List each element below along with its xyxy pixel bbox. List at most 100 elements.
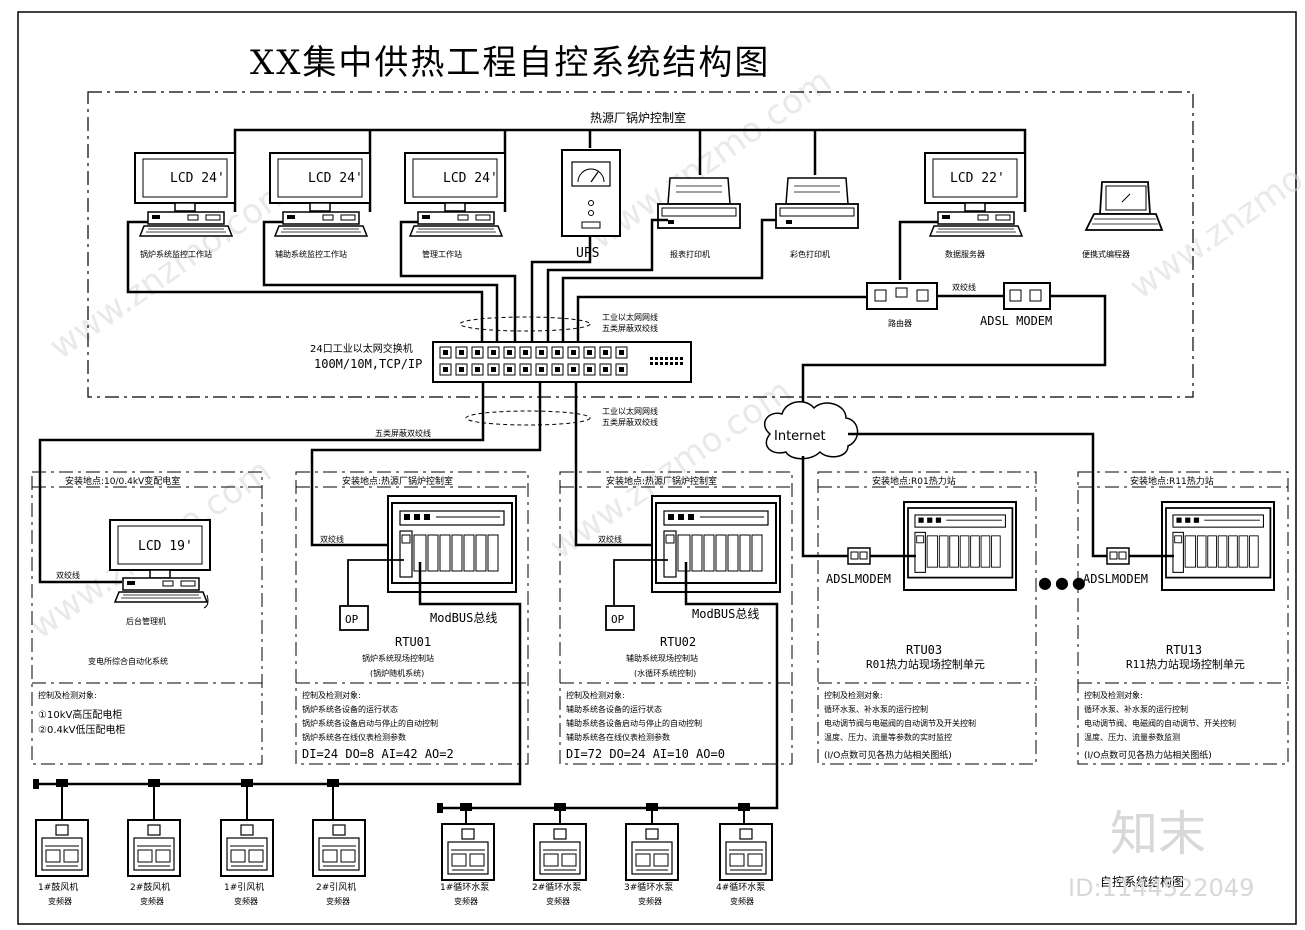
site-location: 安装地点:R01热力站 bbox=[872, 475, 956, 487]
watermark-id: ID:1144522049 bbox=[1068, 874, 1254, 902]
objects-title: 控制及检测对象: bbox=[1084, 690, 1143, 700]
site-rtu03: 安装地点:R01热力站 ADSLMODEM RTU03 R01热力站现场控制单元… bbox=[817, 471, 1037, 765]
object-line: 锅炉系统各设备启动与停止的自动控制 bbox=[302, 718, 438, 728]
switch-port-jack bbox=[459, 350, 464, 355]
switch-port-jack bbox=[555, 367, 560, 372]
workstation-boiler: LCD 24' 锅炉系统监控工作站 bbox=[134, 152, 236, 259]
site-system: 变电所综合自动化系统 bbox=[88, 656, 168, 666]
diagram-title: XX集中供热工程自控系统结构图 bbox=[250, 43, 770, 83]
printer-caption: 彩色打印机 bbox=[790, 249, 830, 259]
io-counts: DI=72 DO=24 AI=10 AO=0 bbox=[566, 747, 725, 761]
vfd-name: 3#循环水泵 bbox=[624, 881, 673, 893]
switch-port-jack bbox=[619, 367, 624, 372]
switch-note: 五类屏蔽双绞线 bbox=[602, 323, 658, 333]
workstation-auxiliary: LCD 24' 辅助系统监控工作站 bbox=[269, 152, 371, 259]
router: 路由器 bbox=[866, 282, 938, 328]
objects-title: 控制及检测对象: bbox=[824, 690, 883, 700]
switch-port-jack bbox=[523, 367, 528, 372]
objects-title: 控制及检测对象: bbox=[302, 690, 361, 700]
footer-caption: 自控系统结构图 bbox=[1100, 874, 1184, 889]
vfd-unit: 2#引风机 变频器 bbox=[312, 779, 366, 906]
site-computer-caption: 后台管理机 bbox=[126, 616, 166, 626]
object-line: 辅助系统各在线仪表检测参数 bbox=[566, 732, 670, 742]
workstation-caption: 数据服务器 bbox=[945, 249, 985, 259]
printer-caption: 报表打印机 bbox=[670, 249, 710, 259]
op-panel: OP bbox=[345, 613, 359, 626]
vfd-name: 2#引风机 bbox=[316, 881, 356, 893]
vfd-sub: 变频器 bbox=[546, 896, 570, 906]
switch-led bbox=[675, 357, 678, 360]
vfd-sub: 变频器 bbox=[454, 896, 478, 906]
switch-port-jack bbox=[603, 367, 608, 372]
switch-port-jack bbox=[603, 350, 608, 355]
modbus-label: ModBUS总线 bbox=[430, 611, 497, 625]
workstation-caption: 辅助系统监控工作站 bbox=[275, 249, 347, 259]
switch-port-jack bbox=[587, 350, 592, 355]
router-modem-cable-label: 双绞线 bbox=[952, 282, 976, 292]
site-rtu13: 安装地点:R11热力站 ADSLMODEM RTU13 R11热力站现场控制单元… bbox=[1077, 471, 1289, 765]
monitor-size: LCD 24' bbox=[308, 171, 363, 186]
more-sites-ellipsis: ●●● bbox=[1038, 573, 1089, 592]
adsl-modem-label: ADSL MODEM bbox=[980, 314, 1052, 328]
laptop-caption: 便携式编程器 bbox=[1082, 249, 1130, 259]
color-printer: 彩色打印机 bbox=[775, 177, 859, 259]
vfd-name: 1#循环水泵 bbox=[440, 881, 489, 893]
switch-led bbox=[655, 362, 658, 365]
cable-label: 五类屏蔽双绞线 bbox=[375, 428, 431, 438]
switch-note: 五类屏蔽双绞线 bbox=[602, 417, 658, 427]
vfd-sub: 变频器 bbox=[48, 896, 72, 906]
monitor-size: LCD 22' bbox=[950, 171, 1005, 186]
switch-port-jack bbox=[523, 350, 528, 355]
switch-led bbox=[665, 357, 668, 360]
switch-port-jack bbox=[491, 350, 496, 355]
vfd-unit: 2#循环水泵 变频器 bbox=[532, 803, 587, 906]
cable-label: 双绞线 bbox=[598, 534, 622, 544]
data-server: LCD 22' 数据服务器 bbox=[924, 152, 1026, 259]
object-line: 循环水泵、补水泵的运行控制 bbox=[824, 704, 928, 714]
switch-led bbox=[670, 357, 673, 360]
vfd-sub: 变频器 bbox=[638, 896, 662, 906]
switch-spec: 100M/10M,TCP/IP bbox=[314, 357, 422, 371]
modbus-label: ModBUS总线 bbox=[692, 607, 759, 621]
io-note: (I/O点数可见各热力站相关图纸) bbox=[1084, 749, 1212, 761]
switch-note: 工业以太网网线 bbox=[602, 406, 658, 416]
switch-led bbox=[665, 362, 668, 365]
workstation-management: LCD 24' 管理工作站 bbox=[404, 152, 506, 259]
workstation-caption: 管理工作站 bbox=[422, 249, 462, 259]
monitor-size: LCD 19' bbox=[138, 539, 193, 554]
site-location: 安装地点:R11热力站 bbox=[1130, 475, 1214, 487]
switch-port-jack bbox=[587, 367, 592, 372]
switch-led bbox=[655, 357, 658, 360]
rtu-desc: R01热力站现场控制单元 bbox=[866, 657, 985, 671]
switch-name: 24口工业以太网交换机 bbox=[310, 342, 413, 355]
switch-led bbox=[675, 362, 678, 365]
ethernet-switch: 24口工业以太网交换机 100M/10M,TCP/IP bbox=[310, 341, 692, 383]
vfd-name: 1#引风机 bbox=[224, 881, 264, 893]
vfd-name: 2#循环水泵 bbox=[532, 881, 581, 893]
object-line: 温度、压力、流量参数监测 bbox=[1084, 732, 1180, 742]
switch-port-jack bbox=[507, 350, 512, 355]
switch-port-jack bbox=[475, 350, 480, 355]
switch-port-jack bbox=[443, 367, 448, 372]
control-room-boundary bbox=[87, 91, 1194, 398]
vfd-group-pumps: 1#循环水泵 变频器 2#循环水泵 变频器 3#循环水泵 变频器 4#循环水泵 … bbox=[440, 803, 773, 906]
vfd-name: 1#鼓风机 bbox=[38, 881, 78, 893]
rtu-desc: R11热力站现场控制单元 bbox=[1126, 657, 1245, 671]
object-line: ②0.4kV低压配电柜 bbox=[38, 723, 126, 736]
switch-port-jack bbox=[571, 367, 576, 372]
object-line: 辅助系统各设备启动与停止的自动控制 bbox=[566, 718, 702, 728]
switch-port-jack bbox=[555, 350, 560, 355]
watermark-brand: 知末 bbox=[1110, 806, 1206, 862]
page-border bbox=[17, 11, 1297, 925]
vfd-sub: 变频器 bbox=[730, 896, 754, 906]
vfd-name: 2#鼓风机 bbox=[130, 881, 170, 893]
modem-label: ADSLMODEM bbox=[1083, 572, 1148, 586]
site-location: 安装地点:10/0.4kV变配电室 bbox=[65, 475, 180, 487]
object-line: 锅炉系统各在线仪表检测参数 bbox=[302, 732, 406, 742]
site-rtu01: 安装地点:热源厂锅炉控制室 双绞线 OP ModBUS总线 RTU01 锅炉系统… bbox=[295, 471, 529, 765]
vfd-group-fans: 1#鼓风机 变频器 2#鼓风机 变频器 1#引风机 变频器 2#引风机 变频器 bbox=[35, 779, 366, 906]
switch-note: 工业以太网网线 bbox=[602, 312, 658, 322]
vfd-sub: 变频器 bbox=[326, 896, 350, 906]
monitor-size: LCD 24' bbox=[443, 171, 498, 186]
site-substation: 安装地点:10/0.4kV变配电室 LCD 19' 双绞线 后台管理机 变电所综… bbox=[31, 471, 263, 765]
